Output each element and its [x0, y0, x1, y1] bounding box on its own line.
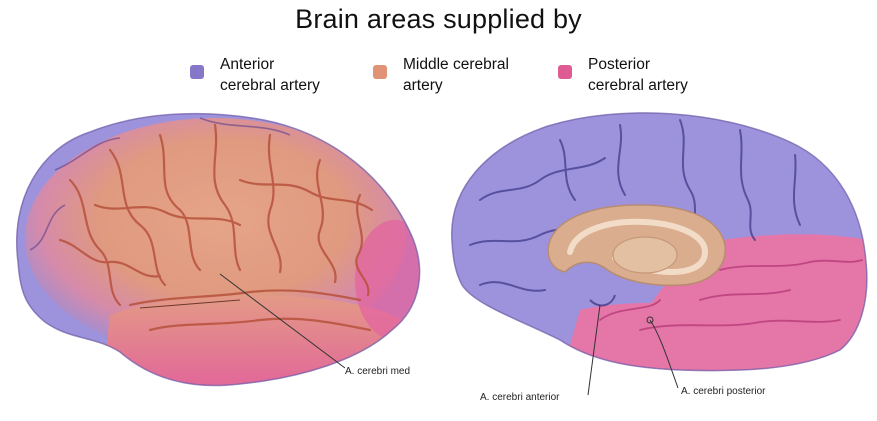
diagram-title: Brain areas supplied by	[295, 4, 582, 34]
legend-swatch-posterior	[558, 65, 572, 79]
medial-brain	[451, 112, 868, 396]
label-a-cerebri-posterior: A. cerebri posterior	[681, 386, 766, 397]
label-a-cerebri-med: A. cerebri med	[345, 366, 411, 377]
label-a-cerebri-anterior: A. cerebri anterior	[480, 392, 560, 403]
legend-swatch-anterior	[190, 65, 204, 79]
pointer-line-posterior	[649, 319, 679, 389]
pointer-line-med	[219, 273, 346, 369]
lateral-brain	[16, 112, 421, 387]
legend-swatch-middle	[373, 65, 387, 79]
pointer-line-anterior	[587, 304, 601, 396]
